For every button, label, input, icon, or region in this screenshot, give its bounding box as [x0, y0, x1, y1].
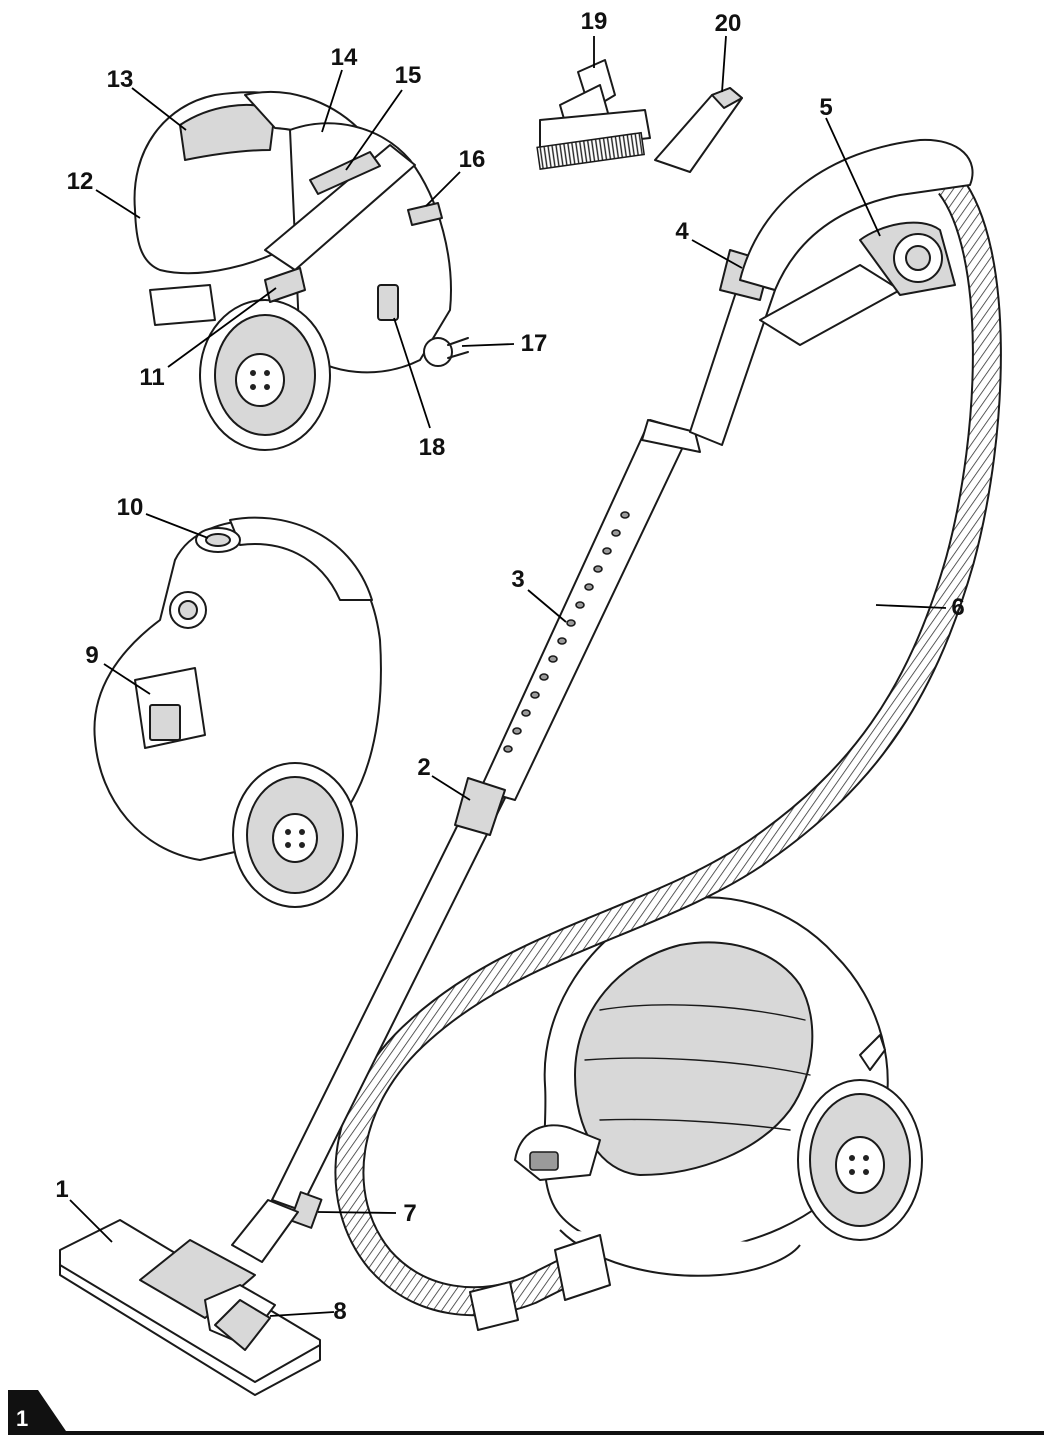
leader-lines — [69, 35, 947, 1317]
bottom-rule — [8, 1431, 1044, 1435]
callout-4: 4 — [675, 218, 689, 245]
callout-6: 6 — [951, 594, 965, 621]
main-vacuum-body — [514, 896, 923, 1277]
callout-13: 13 — [106, 66, 134, 93]
callout-17: 17 — [520, 330, 548, 357]
dusting-brush-drawing — [536, 59, 651, 170]
callout-18: 18 — [418, 434, 446, 461]
figure-badge — [8, 1390, 68, 1434]
telescopic-tube-drawing — [271, 138, 974, 1229]
callout-19: 19 — [580, 8, 608, 35]
floor-nozzle-drawing — [59, 1199, 321, 1396]
callout-11: 11 — [139, 364, 165, 391]
callout-20: 20 — [714, 10, 742, 37]
callout-15: 15 — [394, 62, 422, 89]
callout-8: 8 — [333, 1298, 347, 1325]
top-detail-view — [133, 91, 469, 451]
callout-10: 10 — [116, 494, 144, 521]
callout-2: 2 — [417, 754, 431, 781]
flexible-hose-drawing — [334, 175, 1002, 1331]
callout-14: 14 — [330, 44, 358, 71]
callout-9: 9 — [85, 642, 99, 669]
crevice-tool-drawing — [654, 87, 743, 173]
callout-1: 1 — [55, 1176, 69, 1203]
callout-3: 3 — [511, 566, 525, 593]
rear-view — [93, 516, 382, 908]
figure-number: 1 — [16, 1406, 29, 1431]
callout-5: 5 — [819, 94, 833, 121]
callout-12: 12 — [66, 168, 94, 195]
callout-16: 16 — [458, 146, 486, 173]
callout-7: 7 — [403, 1200, 417, 1227]
